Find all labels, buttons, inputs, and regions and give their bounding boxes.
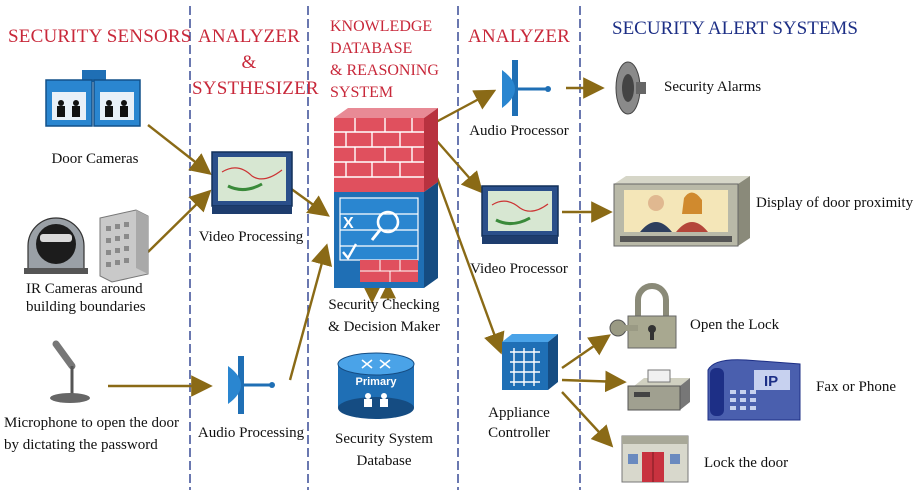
label-security-database-1: Security System bbox=[335, 431, 433, 447]
firewall-icon bbox=[334, 108, 438, 192]
label-security-database-2: Database bbox=[356, 453, 412, 469]
padlock-icon bbox=[609, 283, 677, 349]
database-primary-badge: Primary bbox=[355, 376, 397, 388]
label-security-checking-2: & Decision Maker bbox=[328, 319, 440, 335]
header-knowledge-3: & REASONING bbox=[330, 62, 439, 79]
database-icon bbox=[337, 352, 415, 419]
label-ir-cameras-1: IR Cameras around bbox=[26, 281, 143, 297]
label-video-processor: Video Processor bbox=[470, 261, 568, 277]
phone-ip-label: IP bbox=[764, 373, 778, 390]
label-lock-the-door: Lock the door bbox=[704, 455, 789, 471]
header-knowledge-2: DATABASE bbox=[330, 40, 413, 57]
label-security-checking-1: Security Checking bbox=[328, 297, 440, 313]
label-microphone-2: by dictating the password bbox=[4, 437, 158, 453]
label-video-processing: Video Processing bbox=[198, 229, 304, 245]
header-synthesizer: SYSTHESIZER bbox=[192, 78, 319, 99]
tv-display-icon bbox=[613, 176, 750, 247]
satellite-dish-icon bbox=[228, 356, 275, 414]
header-analyzer-left-amp: & bbox=[241, 52, 257, 73]
ip-phone-icon: IP bbox=[707, 359, 801, 421]
satellite-dish-icon bbox=[502, 60, 551, 116]
svg-text:X: X bbox=[343, 215, 354, 232]
house-icon bbox=[621, 435, 689, 483]
fax-icon bbox=[627, 369, 690, 411]
header-analyzer-left: ANALYZER bbox=[197, 26, 301, 47]
header-security-sensors: SECURITY SENSORS bbox=[8, 26, 192, 47]
label-appliance-controller-2: Controller bbox=[488, 425, 550, 441]
building-icon bbox=[99, 209, 149, 283]
door-camera-icon bbox=[45, 70, 141, 127]
header-analyzer-right: ANALYZER bbox=[467, 26, 571, 47]
label-appliance-controller-1: Appliance bbox=[488, 405, 550, 421]
microphone-icon bbox=[50, 340, 90, 403]
ir-dome-camera-icon bbox=[24, 217, 88, 274]
label-display-door-proximity: Display of door proximity bbox=[756, 195, 914, 211]
label-open-the-lock: Open the Lock bbox=[690, 317, 780, 333]
label-audio-processing: Audio Processing bbox=[197, 425, 305, 441]
header-knowledge-1: KNOWLEDGE bbox=[330, 18, 433, 35]
label-door-cameras: Door Cameras bbox=[51, 151, 139, 167]
header-knowledge-4: SYSTEM bbox=[330, 84, 394, 101]
label-audio-processor: Audio Processor bbox=[469, 123, 569, 139]
label-security-alarms: Security Alarms bbox=[664, 79, 762, 95]
header-security-alert-systems: SECURITY ALERT SYSTEMS bbox=[612, 18, 858, 39]
speaker-icon bbox=[615, 61, 646, 115]
checklist-icon: X bbox=[334, 182, 438, 288]
label-microphone-1: Microphone to open the door bbox=[4, 415, 179, 431]
monitor-icon bbox=[211, 151, 293, 214]
appliance-controller-icon bbox=[502, 334, 558, 390]
label-ir-cameras-2: building boundaries bbox=[26, 299, 146, 315]
label-fax-or-phone: Fax or Phone bbox=[816, 379, 896, 395]
monitor-icon bbox=[481, 185, 559, 244]
